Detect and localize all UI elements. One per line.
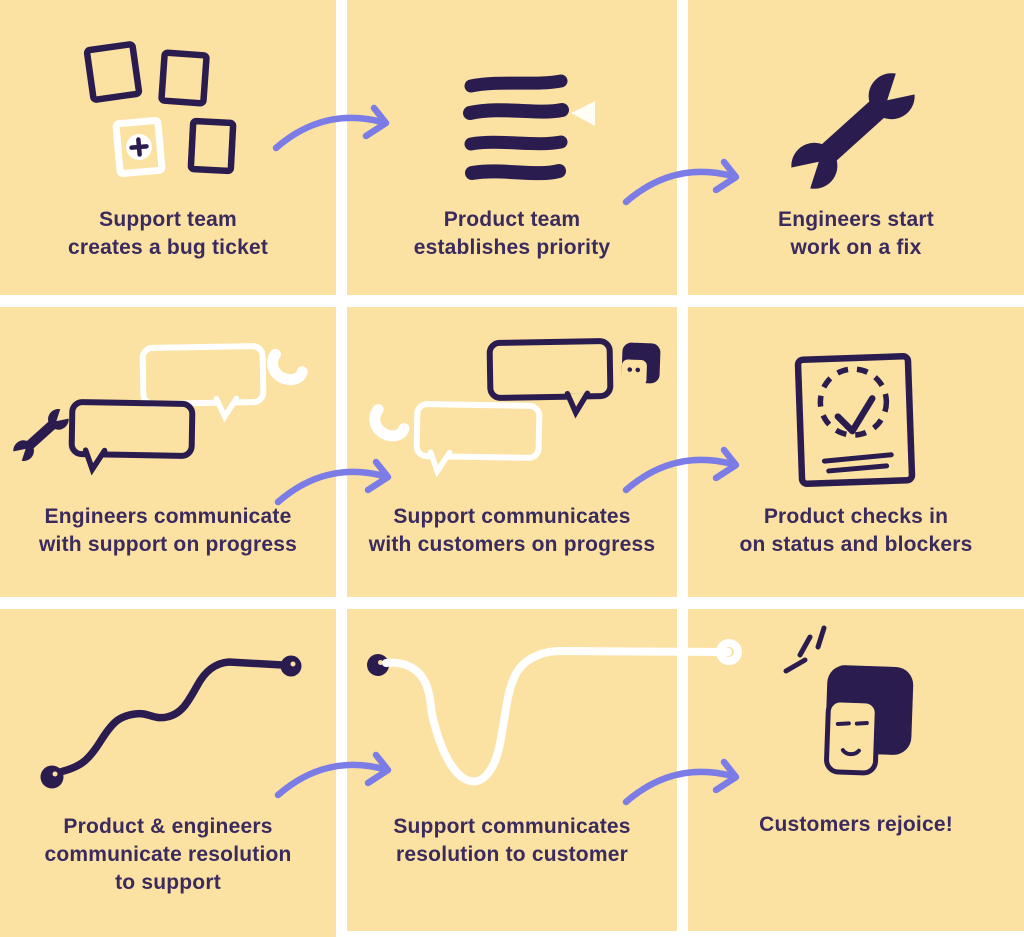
- dashed-clock-circle-icon: [817, 366, 890, 438]
- dark-speech-bubble-icon: [486, 338, 614, 419]
- phone-handset-icon: [369, 404, 410, 442]
- step-caption-3: Engineers start work on a fix: [778, 208, 934, 259]
- sparkle-lines-icon: [783, 625, 827, 674]
- step-cell-6: Product checks in on status and blockers: [688, 307, 1024, 597]
- chat-bubbles-phone-face-icon: [369, 338, 661, 478]
- phone-handset-icon: [267, 348, 308, 386]
- bottom-gutter: [341, 931, 1024, 937]
- step-cell-2: Product team establishes priority: [347, 0, 677, 295]
- step-cell-5: Support communicates with customers on p…: [347, 307, 677, 597]
- small-wrench-icon: [6, 402, 76, 468]
- step-cell-7: Product & engineers communicate resoluti…: [0, 609, 336, 937]
- step-cell-3: Engineers start work on a fix: [688, 0, 1024, 295]
- step-caption-1: Support team creates a bug ticket: [67, 208, 269, 259]
- dark-speech-bubble-icon: [68, 399, 196, 476]
- step-caption-2: Product team establishes priority: [413, 208, 611, 259]
- white-speech-bubble-icon: [139, 343, 267, 423]
- step-cell-1: Support team creates a bug ticket: [0, 0, 336, 295]
- white-speech-bubble-icon: [413, 401, 543, 478]
- chat-bubbles-wrench-phone-icon: [6, 343, 308, 476]
- step-caption-9: Customers rejoice!: [759, 813, 953, 836]
- step-cell-4: Engineers communicate with support on pr…: [0, 307, 336, 597]
- customer-face-icon: [621, 342, 661, 386]
- checkmark-icon: [834, 395, 876, 435]
- step-caption-6: Product checks in on status and blockers: [739, 505, 973, 556]
- step-caption-8: Support communicates resolution to custo…: [393, 815, 631, 866]
- step-cell-8: Support communicates resolution to custo…: [347, 609, 677, 937]
- step-caption-7: Product & engineers communicate resoluti…: [44, 815, 292, 894]
- winding-path-dark-icon: [40, 655, 302, 789]
- priority-list-icon: [463, 74, 595, 181]
- status-checklist-card-icon: [794, 353, 916, 487]
- cursor-triangle-icon: [571, 101, 595, 126]
- sticky-notes-icon: [83, 41, 237, 177]
- step-caption-5: Support communicates with customers on p…: [368, 505, 656, 556]
- step-caption-4: Engineers communicate with support on pr…: [39, 505, 297, 556]
- wrench-icon: [775, 58, 931, 204]
- step-cell-9: Customers rejoice!: [688, 609, 1024, 937]
- happy-customer-face-icon: [783, 625, 914, 776]
